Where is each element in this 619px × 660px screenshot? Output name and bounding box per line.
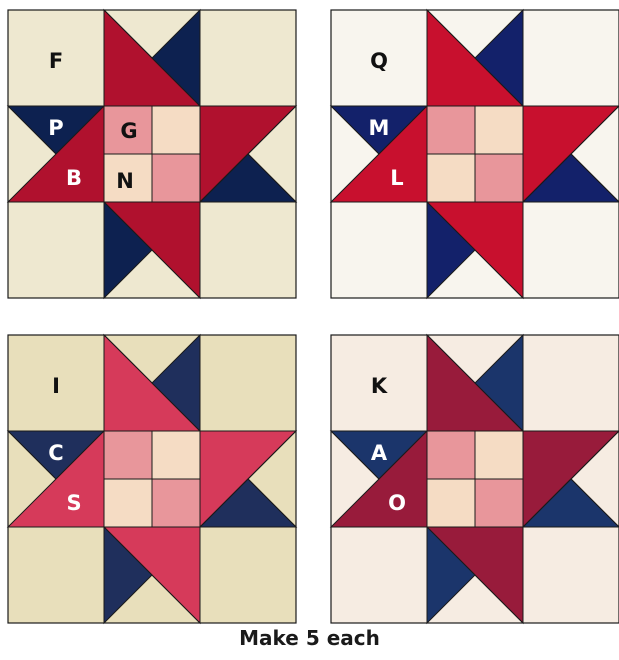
- center-square-pink: [152, 154, 200, 202]
- center-square-pink: [475, 154, 523, 202]
- quilt-block-4: K A O: [331, 335, 619, 623]
- corner-square: [200, 527, 296, 623]
- center-square-pink: [427, 431, 475, 479]
- center-square-peach: [427, 154, 475, 202]
- label-center-bottom-left: N: [116, 169, 134, 193]
- center-square-pink: [104, 431, 152, 479]
- label-corner: I: [52, 374, 60, 398]
- corner-square: [523, 10, 619, 106]
- center-square-peach: [104, 479, 152, 527]
- label-upper-triangle: A: [371, 441, 388, 465]
- quilt-block-3: I C S: [8, 335, 296, 623]
- label-corner: K: [371, 374, 388, 398]
- center-square-pink: [475, 479, 523, 527]
- center-square-peach: [152, 431, 200, 479]
- center-square-peach: [475, 106, 523, 154]
- corner-square: [200, 335, 296, 431]
- center-square-pink: [152, 479, 200, 527]
- label-lower-triangle: O: [388, 491, 406, 515]
- corner-square: [331, 202, 427, 298]
- label-upper-triangle: C: [48, 441, 63, 465]
- label-center-top-left: G: [120, 119, 137, 143]
- label-lower-triangle: S: [66, 491, 81, 515]
- center-square-pink: [427, 106, 475, 154]
- caption: Make 5 each: [0, 626, 619, 650]
- quilt-block-1: F P B G N: [8, 10, 296, 298]
- label-lower-triangle: L: [390, 166, 403, 190]
- label-corner: Q: [370, 49, 388, 73]
- label-lower-triangle: B: [66, 166, 82, 190]
- label-upper-triangle: P: [48, 116, 63, 140]
- corner-square: [8, 202, 104, 298]
- center-square-peach: [475, 431, 523, 479]
- corner-square: [523, 335, 619, 431]
- corner-square: [200, 202, 296, 298]
- quilt-block-2: Q M L: [331, 10, 619, 298]
- center-square-peach: [152, 106, 200, 154]
- corner-square: [523, 527, 619, 623]
- label-upper-triangle: M: [369, 116, 390, 140]
- center-square-peach: [427, 479, 475, 527]
- corner-square: [331, 527, 427, 623]
- corner-square: [8, 527, 104, 623]
- corner-square: [200, 10, 296, 106]
- corner-square: [523, 202, 619, 298]
- label-corner: F: [49, 49, 63, 73]
